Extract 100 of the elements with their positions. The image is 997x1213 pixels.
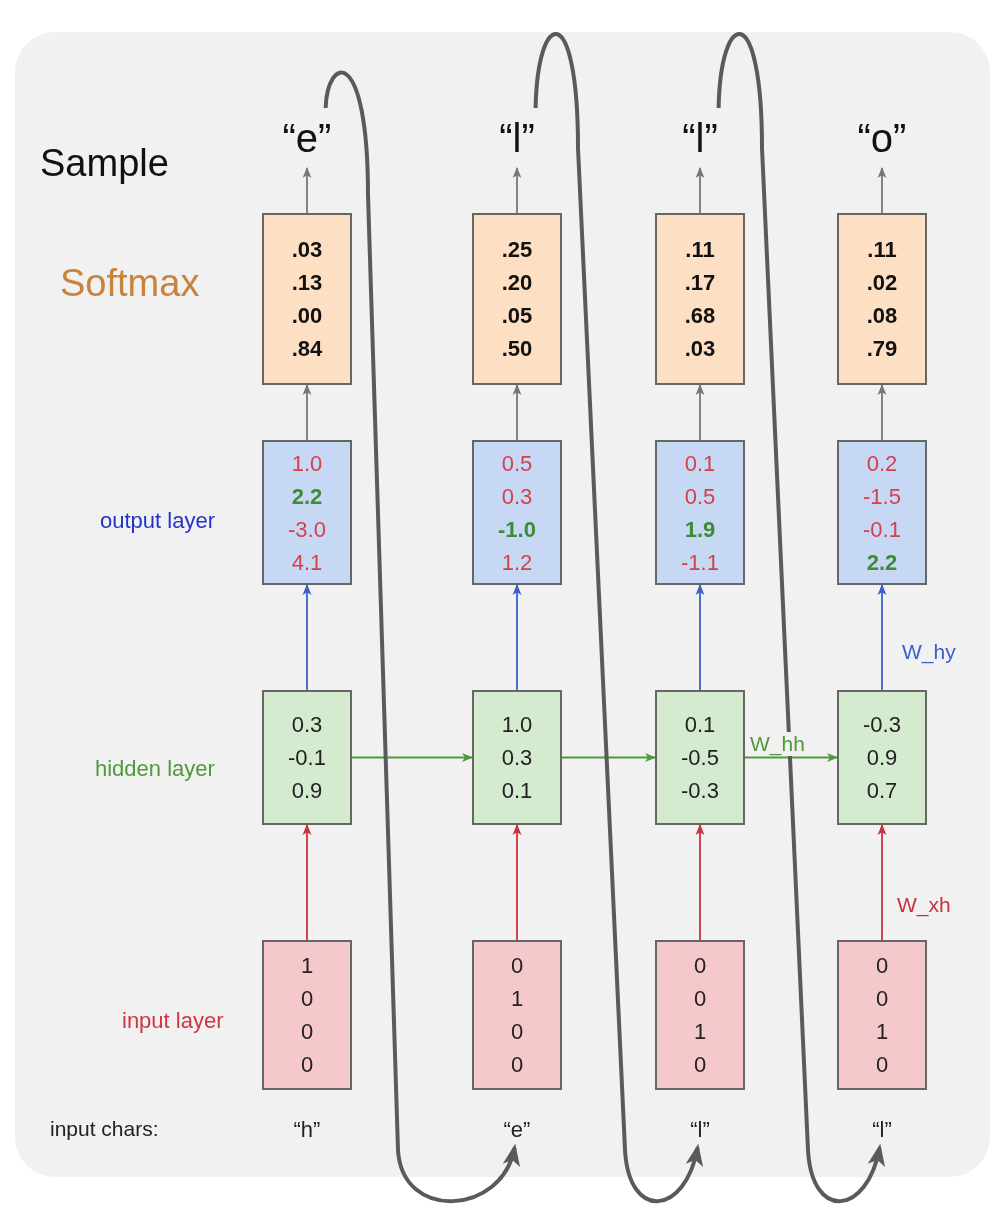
value-text: .03 [291, 236, 323, 264]
value-text: -0.5 [681, 744, 719, 772]
output-layer-box [472, 440, 562, 585]
value-text: 0 [875, 985, 889, 1013]
arrow [512, 166, 522, 214]
arrow [302, 166, 312, 214]
input-char: “l” [872, 1116, 892, 1144]
value-text: 0 [300, 1018, 314, 1046]
arrow [695, 583, 705, 691]
value-text: .08 [866, 302, 898, 330]
input-layer-box [655, 940, 745, 1090]
arrow [695, 383, 705, 441]
value-text: 1 [510, 985, 524, 1013]
softmax-box [837, 213, 927, 385]
feedback-arrow [533, 34, 702, 1204]
feedback-arrow [323, 71, 518, 1203]
hidden-layer-box [262, 690, 352, 825]
value-text: -3.0 [288, 515, 326, 544]
input-layer-box [472, 940, 562, 1090]
value-text: .11 [867, 236, 897, 264]
layer-label: output layer [100, 508, 215, 534]
value-text: .17 [684, 269, 716, 297]
value-text: 1 [300, 952, 314, 980]
value-text: 1 [693, 1018, 707, 1046]
input-char: “h” [293, 1116, 321, 1144]
value-text: 0.2 [866, 449, 898, 478]
arrow [512, 583, 522, 691]
input-layer-box [837, 940, 927, 1090]
arrow [877, 383, 887, 441]
value-text: 2.2 [866, 548, 898, 577]
value-text: 0 [693, 1051, 707, 1079]
value-text: -0.1 [288, 744, 326, 772]
softmax-box [655, 213, 745, 385]
section-label: Softmax [60, 262, 200, 305]
value-text: 4.1 [291, 548, 323, 577]
arrow [351, 753, 474, 762]
value-text: .84 [291, 335, 323, 363]
sampled-char: “o” [857, 115, 907, 162]
output-layer-box [655, 440, 745, 585]
value-text: .11 [685, 236, 715, 264]
value-text: 0 [875, 952, 889, 980]
section-label: Sample [40, 142, 169, 185]
value-text: 0 [875, 1051, 889, 1079]
value-text: 1.9 [684, 515, 716, 544]
arrow [695, 823, 705, 941]
arrow [877, 583, 887, 691]
value-text: 0 [510, 1018, 524, 1046]
value-text: 0.5 [501, 449, 533, 478]
value-text: 0.3 [501, 482, 533, 511]
input-char: “l” [690, 1116, 710, 1144]
value-text: 0.3 [291, 711, 323, 739]
value-text: .00 [291, 302, 323, 330]
arrow [302, 583, 312, 691]
value-text: -1.1 [681, 548, 719, 577]
value-text: -0.3 [863, 711, 901, 739]
value-text: 0.3 [501, 744, 533, 772]
hidden-layer-box [837, 690, 927, 825]
value-text: 2.2 [291, 482, 323, 511]
input-layer-box [262, 940, 352, 1090]
input-char: “e” [503, 1116, 531, 1144]
softmax-box [472, 213, 562, 385]
value-text: .68 [684, 302, 716, 330]
sampled-char: “e” [282, 115, 332, 162]
softmax-box [262, 213, 352, 385]
hidden-layer-box [655, 690, 745, 825]
value-text: 0 [300, 985, 314, 1013]
value-text: 0.9 [291, 777, 323, 805]
value-text: 0 [510, 952, 524, 980]
layer-label: hidden layer [95, 756, 215, 782]
arrow [561, 753, 657, 762]
value-text: -0.1 [863, 515, 901, 544]
value-text: 0.1 [501, 777, 533, 805]
value-text: .20 [501, 269, 533, 297]
layer-label: input layer [122, 1008, 224, 1034]
value-text: 1.2 [501, 548, 533, 577]
value-text: 0.1 [684, 449, 716, 478]
row-label: input chars: [50, 1117, 159, 1141]
value-text: 0.7 [866, 777, 898, 805]
value-text: .05 [501, 302, 533, 330]
arrow [744, 753, 839, 762]
value-text: -1.5 [863, 482, 901, 511]
arrow [877, 166, 887, 214]
value-text: 1.0 [501, 711, 533, 739]
value-text: 1 [875, 1018, 889, 1046]
value-text: 0.5 [684, 482, 716, 511]
value-text: 0.1 [684, 711, 716, 739]
arrow [512, 383, 522, 441]
value-text: 0 [693, 985, 707, 1013]
value-text: 0 [300, 1051, 314, 1079]
value-text: 0 [693, 952, 707, 980]
value-text: -0.3 [681, 777, 719, 805]
feedback-arrow [716, 34, 884, 1203]
value-text: -1.0 [498, 515, 536, 544]
value-text: .13 [291, 269, 323, 297]
value-text: .03 [684, 335, 716, 363]
arrow [695, 166, 705, 214]
arrow [512, 823, 522, 941]
value-text: .02 [866, 269, 898, 297]
arrow [302, 383, 312, 441]
value-text: 0 [510, 1051, 524, 1079]
